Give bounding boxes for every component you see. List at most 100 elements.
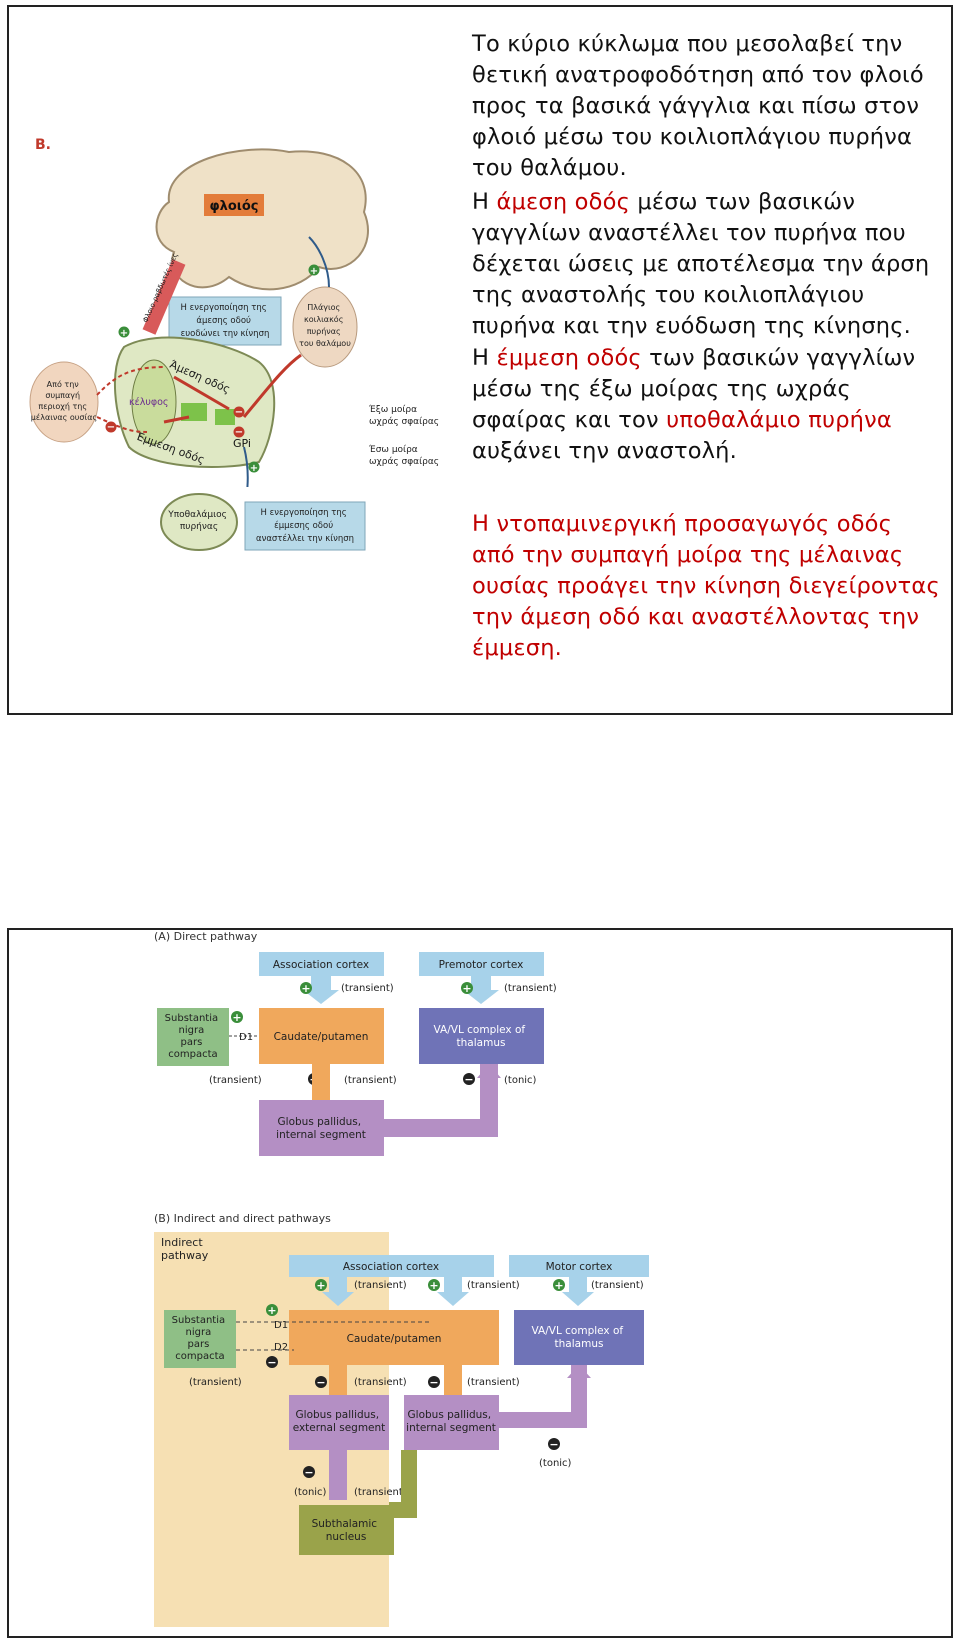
svg-text:Association cortex: Association cortex xyxy=(273,959,369,971)
svg-text:Premotor cortex: Premotor cortex xyxy=(439,959,524,971)
svg-text:(transient): (transient) xyxy=(354,1280,407,1291)
gpe-side-label: Έξω μοίρα ωχράς σφαίρας xyxy=(368,405,439,427)
gpi-thalamus-arrow xyxy=(242,353,302,418)
stn-shape xyxy=(160,493,238,551)
svg-text:Substantia nigra p: Substantia nigra pars compacta xyxy=(165,1013,222,1060)
svg-text:Association cortex: Association cortex xyxy=(343,1261,439,1273)
svg-text:Substantia nigra p: Substantia nigra pars compacta xyxy=(172,1315,229,1362)
svg-text:Caudate/putamen: Caudate/putamen xyxy=(274,1031,369,1043)
thalamus-nucleus-label: Πλάγιος κοιλιακός πυρήνας του θαλάμου xyxy=(299,303,351,348)
indirect-pathway-highlight: έμμεση οδός xyxy=(496,345,642,371)
stn-gpi-arrow xyxy=(243,446,249,487)
svg-text:D1: D1 xyxy=(274,1320,288,1331)
svg-text:Globus pallidus, interna: Globus pallidus, internal segment xyxy=(276,1116,366,1141)
svg-text:+: + xyxy=(429,1279,438,1292)
indirect-direct-pathway-diagram: (B) Indirect and direct pathways Indirec… xyxy=(154,1212,649,1627)
paragraph-positive-feedback: Το κύριο κύκλωμα που μεσολαβεί την θετικ… xyxy=(472,31,924,181)
gpi-square xyxy=(215,409,235,425)
direct-activation-box xyxy=(168,296,282,346)
svg-text:(transient): (transient) xyxy=(341,983,394,994)
indirect-activation-text: Η ενεργοποίηση της έμμεσης οδού αναστέλλ… xyxy=(256,508,354,544)
panel-a-title: (A) Direct pathway xyxy=(154,930,258,943)
svg-text:VA/VL complex of thalamu: VA/VL complex of thalamus xyxy=(532,1325,627,1350)
svg-text:(transient): (transient) xyxy=(591,1280,644,1291)
svg-text:(transient): (transient) xyxy=(354,1377,407,1388)
svg-text:+: + xyxy=(554,1279,563,1292)
cortex-shape xyxy=(155,148,369,291)
svg-text:D2: D2 xyxy=(274,1342,288,1353)
svg-text:+: + xyxy=(232,1011,241,1024)
svg-text:−: − xyxy=(304,1466,313,1479)
premotor-cortex-arrow xyxy=(463,976,499,1004)
basal-ganglia-figure-greek: Β. φλοιός Η ενεργοποίηση της άμεσης οδού… xyxy=(29,137,439,487)
svg-text:(transient): (transient) xyxy=(344,1075,397,1086)
svg-text:+: + xyxy=(462,982,471,995)
snc-source-shape xyxy=(29,361,99,443)
snc-indirect-arrow xyxy=(96,416,148,433)
snc-source-label: Από την συμπαγή περιοχή της μέλαινας ουσ… xyxy=(31,379,97,422)
svg-text:Caudate/putamen: Caudate/putamen xyxy=(347,1333,442,1345)
svg-text:+: + xyxy=(310,266,318,277)
svg-text:(tonic): (tonic) xyxy=(504,1075,537,1086)
svg-text:−: − xyxy=(549,1438,558,1451)
association-cortex-box xyxy=(259,952,384,976)
svg-text:−: − xyxy=(429,1376,438,1389)
stn-figure: Υποθαλάμιος πυρήνας Η ενεργοποίηση της έ… xyxy=(160,493,366,551)
snc-direct-arrow xyxy=(96,366,165,396)
indirect-activation-box xyxy=(244,501,366,551)
gpi-label: GPi xyxy=(233,437,251,450)
svg-text:Subthalamic nucleus: Subthalamic nucleus xyxy=(312,1518,381,1543)
svg-text:(transient): (transient) xyxy=(467,1377,520,1388)
paragraph-direct-pathway: Η άμεση οδός μέσω των βασικών γαγγλίων α… xyxy=(472,189,930,339)
svg-text:Indirect pathway: Indirect pathway xyxy=(161,1236,209,1262)
direct-pathway-highlight: άμεση οδός xyxy=(496,189,630,215)
svg-text:−: − xyxy=(464,1073,473,1086)
figure-label: Β. xyxy=(35,137,51,153)
putamen-label: κέλυφος xyxy=(129,397,169,408)
svg-text:+: + xyxy=(316,1279,325,1292)
caudate-box-a xyxy=(259,1008,384,1064)
indirect-red-arrow xyxy=(163,415,190,424)
svg-text:+: + xyxy=(250,463,258,474)
thalamus-nucleus-shape xyxy=(292,286,358,368)
svg-text:+: + xyxy=(267,1304,276,1317)
motor-cortex-box xyxy=(509,1255,649,1277)
svg-text:D1: D1 xyxy=(239,1032,253,1043)
gpi-vavl-arrow xyxy=(384,1064,498,1137)
slide-2: (A) Direct pathway Association cortex Pr… xyxy=(7,928,953,1638)
svg-text:Motor cortex: Motor cortex xyxy=(546,1261,613,1273)
svg-text:−: − xyxy=(316,1376,325,1389)
gpi-box-a xyxy=(259,1100,384,1156)
association-cortex-arrow xyxy=(303,976,339,1004)
direct-pathway-diagram: (A) Direct pathway Association cortex Pr… xyxy=(154,930,557,1156)
cortex-label-box xyxy=(204,194,264,216)
svg-text:(transient): (transient) xyxy=(189,1377,242,1388)
stn-box-b xyxy=(299,1505,394,1555)
gpi-vavl-arrow-b xyxy=(499,1365,587,1428)
stn-highlight: υποθαλάμιο πυρήνα xyxy=(666,407,892,433)
paragraph-dopaminergic: Η ντοπαμινεργική προσαγωγός οδός από την… xyxy=(472,511,940,661)
association-cortex-box-b xyxy=(289,1255,494,1277)
gpe-box-b xyxy=(289,1395,389,1450)
caudate-box-b xyxy=(289,1310,499,1365)
direct-red-arrow xyxy=(173,375,230,411)
gpi-box-b xyxy=(404,1395,499,1450)
vavl-box-a xyxy=(419,1008,544,1064)
svg-text:(transient): (transient) xyxy=(504,983,557,994)
direct-activation-text: Η ενεργοποίηση της άμεσης οδού ευοδώνει … xyxy=(181,303,270,339)
stn-label: Υποθαλάμιος πυρήνας xyxy=(167,510,230,532)
cortex-label: φλοιός xyxy=(209,199,258,214)
svg-text:−: − xyxy=(267,1356,276,1369)
snc-box-b xyxy=(164,1310,236,1368)
corticostriatal-arrow xyxy=(142,259,186,335)
svg-text:(tonic): (tonic) xyxy=(539,1458,572,1469)
premotor-cortex-box xyxy=(419,952,544,976)
snc-box-a xyxy=(157,1008,229,1066)
svg-text:(transient): (transient) xyxy=(209,1075,262,1086)
caudate-gpi-arrow xyxy=(312,1064,330,1100)
svg-text:−: − xyxy=(235,427,243,438)
svg-text:(transient): (transient) xyxy=(354,1487,407,1498)
svg-text:Globus pallidus, interna: Globus pallidus, internal segment xyxy=(406,1409,496,1434)
thalamus-cortex-arrow xyxy=(308,236,330,288)
svg-text:(transient): (transient) xyxy=(467,1280,520,1291)
